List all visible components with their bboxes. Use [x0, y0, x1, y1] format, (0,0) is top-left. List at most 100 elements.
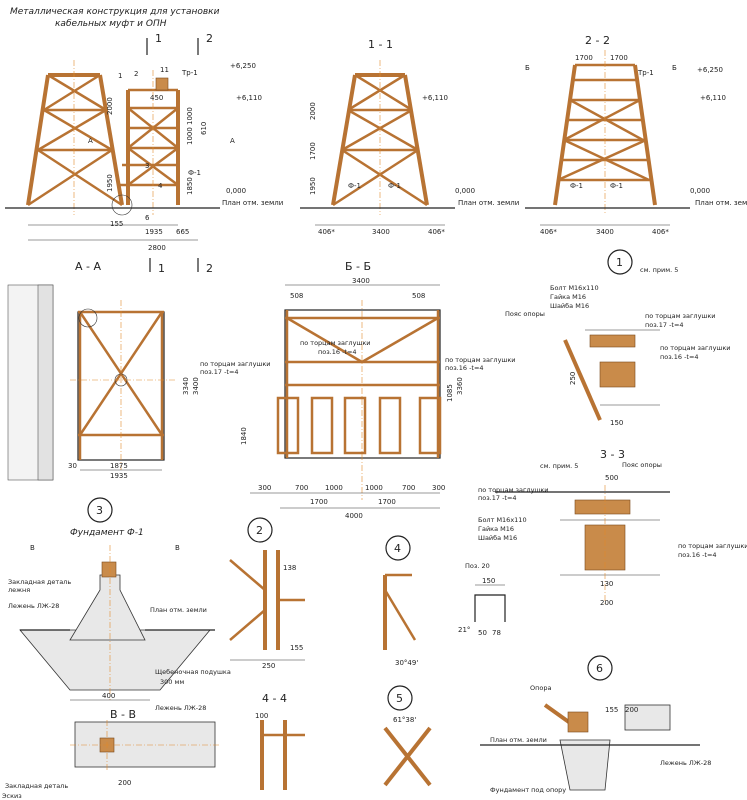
f1-11a: Ф-1: [348, 182, 361, 190]
section-b-b-view: Б - Б 3400 508 508 4000 1700 1700 300 70…: [200, 260, 516, 520]
section-4-4-view: 4 - 4 100: [255, 692, 305, 790]
detail-1-view: 1 Болт М16х110 Гайка М16 Шайба М16 Пояс …: [505, 249, 731, 427]
dim-1935: 1935: [145, 228, 163, 236]
dim-2800: 2800: [148, 244, 166, 252]
cut-1-top: 1: [155, 32, 162, 45]
dim-21-p20: 21°: [458, 626, 470, 634]
dim-150-p20: 150: [482, 577, 495, 585]
plug-note-bb-3: по торцам заглушки: [200, 360, 271, 368]
plug-label-1d: поз.16 -t=4: [660, 353, 699, 361]
pos-2-a: 2: [134, 70, 138, 78]
dim-1950-11: 1950: [309, 177, 317, 195]
plug-note-bb-2: поз.16 -t=4: [318, 348, 357, 356]
ground-label-a: План отм. земли: [222, 199, 283, 207]
pos-6-a: 6: [145, 214, 150, 222]
section-a-a-view: А - А 1875 1935 3340 3400 30: [7, 260, 200, 481]
elev-6250-a: +6,250: [230, 62, 256, 70]
dim-200-d6: 200: [625, 706, 638, 714]
plug-note-bb-6: поз.16 -t=4: [445, 364, 484, 372]
dim-406-11b: 406*: [428, 228, 445, 236]
dim-1875: 1875: [110, 462, 128, 470]
washer-label-33: Шайба М16: [478, 534, 517, 542]
dim-406-22b: 406*: [652, 228, 669, 236]
dim-1000-bb-b: 1000: [365, 484, 383, 492]
washer-label-1: Шайба М16: [550, 302, 589, 310]
dim-2000-a: 2000: [106, 97, 114, 115]
dim-406-22a: 406*: [540, 228, 557, 236]
dim-1850-a: 1850: [186, 177, 194, 195]
dim-450: 450: [150, 94, 163, 102]
section-2-2-view: 2 - 2 3400 406* 406* 1700 1700 +6,250 +6…: [525, 34, 747, 236]
cut-a-left: А: [88, 137, 93, 145]
dim-150-d1: 150: [610, 419, 623, 427]
dim-700-b: 700: [402, 484, 415, 492]
dim-250-d2: 250: [262, 662, 275, 670]
dim-300-b: 300: [432, 484, 445, 492]
elev-0000-22: 0,000: [690, 187, 710, 195]
tr1-22: Тр-1: [637, 69, 654, 77]
elev-0000-a: 0,000: [226, 187, 246, 195]
detail-6-title: 6: [596, 662, 603, 675]
dim-1935-aa: 1935: [110, 472, 128, 480]
detail-2-title: 2: [256, 524, 263, 537]
dim-1000-b: 1000: [186, 127, 194, 145]
pos-1-a: 1: [118, 72, 122, 80]
elev-6110-a: +6,110: [236, 94, 262, 102]
section-v-v-view: В - В Лежень ЛЖ-28 Закладная деталь 200: [5, 704, 220, 790]
ground-22: План отм. земли: [695, 199, 747, 207]
section-title-1-1: 1 - 1: [368, 38, 393, 51]
section-title-2-2: 2 - 2: [585, 34, 610, 47]
dim-400-f: 400: [102, 692, 115, 700]
dim-4000: 4000: [345, 512, 363, 520]
belt-label-33: Пояс опоры: [622, 461, 662, 469]
plug-note-bb-5: по торцам заглушки: [445, 356, 516, 364]
dim-3400-22: 3400: [596, 228, 614, 236]
f1-22b: Ф-1: [610, 182, 623, 190]
section-title-3-3: 3 - 3: [600, 448, 625, 461]
dim-1700-bb-b: 1700: [378, 498, 396, 506]
plug-label-33a: по торцам заглушки: [478, 486, 549, 494]
section-title-4-4: 4 - 4: [262, 692, 287, 705]
dim-30-aa: 30: [68, 462, 77, 470]
footer-note: Эскиз: [2, 792, 22, 800]
dim-155-d6: 155: [605, 706, 618, 714]
cut-v-left: В: [30, 544, 35, 552]
dim-508-a: 508: [290, 292, 303, 300]
detail-5-title: 5: [396, 692, 403, 705]
dim-138-d2: 138: [283, 564, 296, 572]
plug-note-bb-1: по торцам заглушки: [300, 339, 371, 347]
dim-200-vv: 200: [118, 779, 131, 787]
elev-6110-11: +6,110: [422, 94, 448, 102]
dim-1700-11: 1700: [309, 142, 317, 160]
bolt-label-33: Болт М16х110: [478, 516, 527, 524]
dim-3400-aa: 3400: [192, 377, 200, 395]
detail-6-view: 6 Опора План отм. земли Лежень ЛЖ-28 Фун…: [480, 655, 711, 794]
detail-5-view: 5 61°38': [383, 685, 432, 787]
section-title-a-a: А - А: [75, 260, 101, 273]
ground-label-6: План отм. земли: [490, 736, 547, 744]
elev-6110-22: +6,110: [700, 94, 726, 102]
dim-1700-22a: 1700: [575, 54, 593, 62]
dim-1700-bb-a: 1700: [310, 498, 328, 506]
plug-label-1c: по торцам заглушки: [660, 344, 731, 352]
detail-3-title: 3: [96, 504, 103, 517]
poz-20-view: Поз. 20 150 50 78 21°: [458, 562, 506, 637]
cut-a-right: А: [230, 137, 235, 145]
sheet-title-1: Металлическая конструкция для установки: [10, 7, 220, 17]
cut-b-left: Б: [525, 64, 530, 72]
cut-1-bottom: 1: [158, 262, 165, 275]
foundation-title: Фундамент Ф-1: [70, 528, 144, 538]
detail-2-view: 2 250 155 138: [229, 517, 305, 670]
pos-11-a: 11: [160, 66, 169, 74]
gravel-label-2: 300 мм: [160, 678, 184, 686]
dim-155: 155: [110, 220, 123, 228]
ground-label-f: План отм. земли: [150, 606, 207, 614]
dim-1840: 1840: [240, 427, 248, 445]
embed-label-2: лежня: [8, 586, 30, 594]
detail-4-view: 4 30°49': [383, 535, 418, 667]
dim-155-d2: 155: [290, 644, 303, 652]
elev-6250-22: +6,250: [697, 66, 723, 74]
section-title-b-b: Б - Б: [345, 260, 371, 273]
dim-100-44: 100: [255, 712, 268, 720]
